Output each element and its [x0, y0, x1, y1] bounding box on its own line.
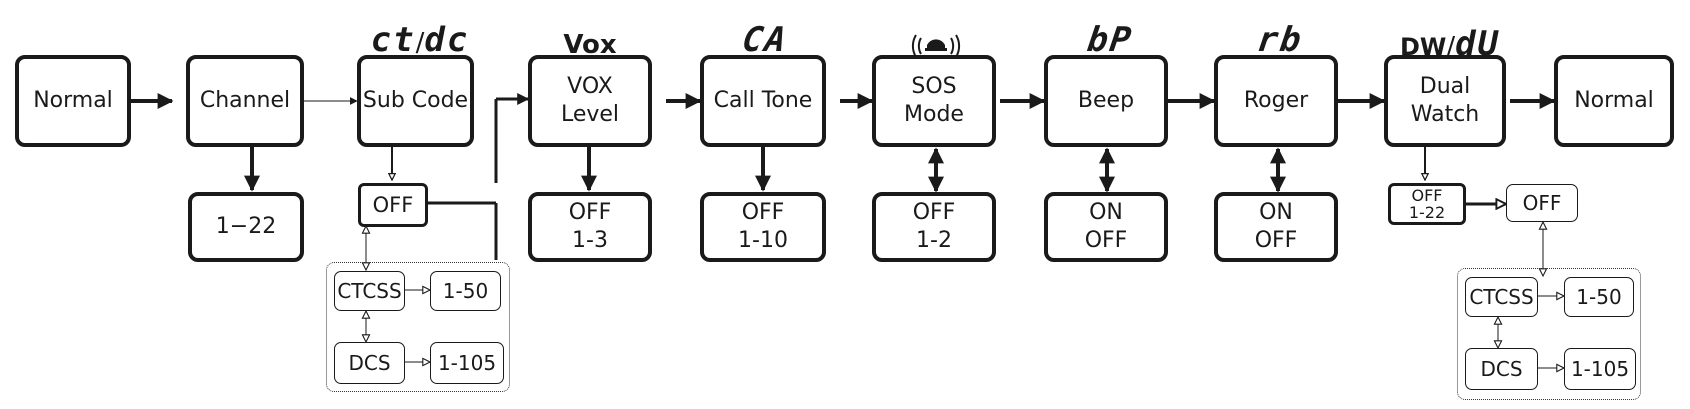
sos-options-box: OFF 1-2 — [872, 192, 996, 262]
subcode-off-box: OFF — [358, 183, 428, 227]
vox-level-line2: Level — [560, 102, 620, 127]
dualwatch-dcs-label: DCS — [1480, 357, 1523, 381]
beep-options-line2: OFF — [1084, 228, 1128, 253]
normal-end-label: Normal — [1574, 88, 1654, 113]
normal-start-label: Normal — [33, 88, 113, 113]
vox-level-line1: VOX — [567, 74, 613, 99]
subcode-box: Sub Code — [357, 55, 474, 147]
sos-options-line1: OFF — [912, 200, 956, 225]
channel-options-value: 1−22 — [215, 214, 277, 239]
beep-options-line1: ON — [1089, 200, 1123, 225]
beep-box: Beep — [1044, 55, 1168, 147]
subcode-dcs-label: DCS — [348, 351, 391, 375]
dualwatch-dcs-box: DCS — [1465, 348, 1538, 390]
dualwatch-line2: Watch — [1410, 102, 1480, 127]
calltone-box: Call Tone — [700, 55, 826, 147]
subcode-panel — [326, 262, 510, 392]
roger-options-line1: ON — [1259, 200, 1293, 225]
vox-options-line1: OFF — [568, 200, 612, 225]
vox-options-line2: 1-3 — [572, 228, 608, 253]
dualwatch-code-slash: / — [1446, 32, 1456, 62]
subcode-dcs-range: 1-105 — [437, 351, 497, 375]
subcode-off-value: OFF — [372, 193, 414, 217]
dualwatch-ctcss-box: CTCSS — [1465, 277, 1538, 317]
sos-mode-line2: Mode — [904, 102, 964, 127]
channel-box: Channel — [186, 55, 304, 147]
roger-label: Roger — [1243, 88, 1309, 113]
vox-level-box: VOX Level — [528, 55, 652, 147]
subcode-dcs-box: DCS — [334, 342, 405, 384]
subcode-ctcss-range-box: 1-50 — [430, 271, 501, 311]
subcode-ctcss-box: CTCSS — [334, 271, 405, 311]
subcode-code-ct: ct — [370, 20, 416, 60]
roger-options-line2: OFF — [1254, 228, 1298, 253]
dualwatch-box: Dual Watch — [1384, 55, 1506, 147]
beep-label: Beep — [1077, 88, 1135, 113]
subcode-label: Sub Code — [362, 88, 469, 113]
dualwatch-ctcss-range: 1-50 — [1576, 285, 1622, 309]
roger-options-box: ON OFF — [1214, 192, 1338, 262]
dualwatch-select-box: OFF 1-22 — [1388, 183, 1466, 225]
normal-start-box: Normal — [15, 55, 131, 147]
vox-options-box: OFF 1-3 — [528, 192, 652, 262]
sos-mode-line1: SOS — [911, 74, 957, 99]
calltone-code-label: CA — [739, 20, 791, 60]
roger-code-label: rb — [1254, 20, 1306, 60]
subcode-ctcss-range: 1-50 — [442, 279, 489, 303]
subcode-code-slash: / — [415, 28, 425, 58]
subcode-ctcss-label: CTCSS — [337, 279, 402, 303]
dualwatch-dcs-range: 1-105 — [1570, 357, 1630, 381]
channel-label: Channel — [199, 88, 291, 113]
subcode-code-dc: dc — [424, 20, 470, 60]
dualwatch-dcs-range-box: 1-105 — [1564, 348, 1636, 390]
alarm-bell-icon — [911, 34, 961, 58]
sos-mode-box: SOS Mode — [872, 55, 996, 147]
subcode-dcs-range-box: 1-105 — [430, 342, 504, 384]
dualwatch-ctcss-range-box: 1-50 — [1564, 277, 1634, 317]
dualwatch-ctcss-label: CTCSS — [1469, 285, 1534, 309]
calltone-label: Call Tone — [713, 88, 813, 113]
dualwatch-select-line1: OFF — [1411, 186, 1443, 205]
beep-options-box: ON OFF — [1044, 192, 1168, 262]
subcode-code-label: ct/dc — [360, 20, 480, 60]
sos-options-line2: 1-2 — [916, 228, 952, 253]
dualwatch-select-line2: 1-22 — [1408, 203, 1446, 222]
dualwatch-off-box: OFF — [1506, 184, 1578, 222]
beep-code-label: bP — [1084, 20, 1136, 60]
channel-options-box: 1−22 — [188, 192, 304, 262]
calltone-options-box: OFF 1-10 — [700, 192, 826, 262]
dualwatch-off-value: OFF — [1522, 191, 1562, 215]
dualwatch-line1: Dual — [1419, 74, 1471, 99]
roger-box: Roger — [1214, 55, 1338, 147]
calltone-options-line2: 1-10 — [738, 228, 788, 253]
calltone-options-line1: OFF — [741, 200, 785, 225]
dualwatch-panel — [1457, 268, 1641, 400]
normal-end-box: Normal — [1554, 55, 1674, 147]
